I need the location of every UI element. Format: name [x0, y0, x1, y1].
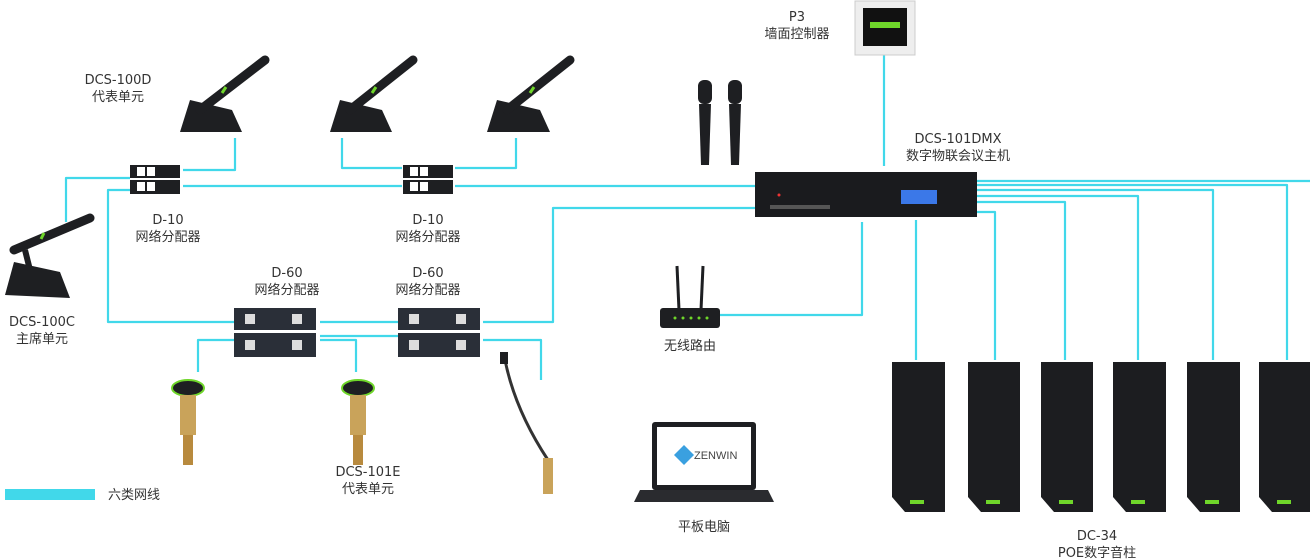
label-tablet: 平板电脑: [677, 520, 731, 535]
splitter-d60-1: [234, 308, 316, 357]
embedded-mic-2: [341, 379, 375, 465]
laptop: ZENWIN: [634, 422, 774, 502]
legend-swatch: [5, 489, 95, 500]
speaker-badges: [910, 500, 1291, 504]
desk-mic-2: [330, 55, 418, 132]
cables: [64, 55, 1310, 380]
splitter-d10-2: [403, 165, 453, 194]
laptop-brand: ZENWIN: [694, 450, 737, 462]
splitter-d60-2: [398, 308, 480, 357]
conference-host: [755, 172, 977, 217]
desk-mic-3: [487, 55, 575, 132]
wireless-router: [660, 265, 720, 328]
gooseneck-mic: [500, 352, 553, 494]
embedded-mic-1: [171, 379, 205, 465]
desk-mic-dcs100c: [5, 213, 95, 298]
speakers: [892, 362, 1310, 512]
legend-label: 六类网线: [108, 488, 161, 503]
splitter-d10-1: [130, 165, 180, 194]
label-router: 无线路由: [663, 339, 717, 354]
desk-mic-dcs100d: [180, 55, 270, 132]
wall-controller-p3: [854, 0, 916, 56]
handheld-mics: [698, 80, 742, 165]
